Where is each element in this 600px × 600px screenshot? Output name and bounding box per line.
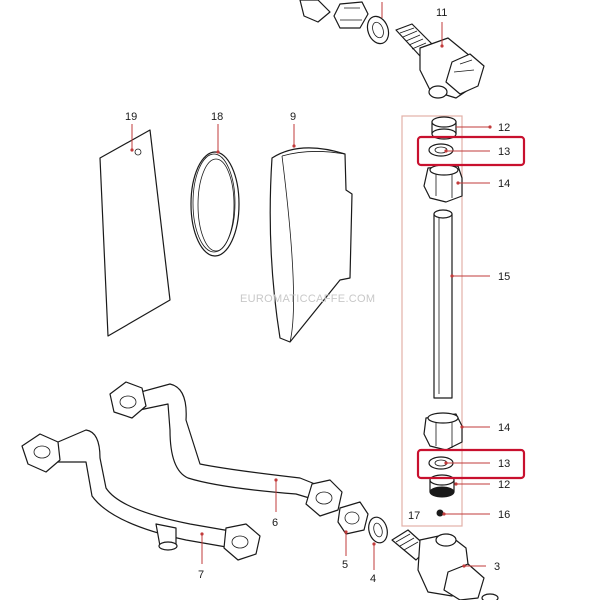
washer-4	[368, 516, 388, 544]
label-12-upper: 12	[498, 122, 510, 134]
label-12-lower: 12	[498, 479, 510, 491]
label-9: 9	[290, 111, 296, 123]
elbow-valve-11	[395, 23, 485, 99]
watermark: EUROMATICCAFFE.COM	[240, 293, 375, 305]
bent-pipe-6	[109, 381, 343, 517]
hex-nut-14-upper	[423, 164, 463, 203]
label-14-lower: 14	[498, 422, 510, 434]
heat-shield-9	[269, 147, 353, 343]
highlight-box-13-lower	[416, 448, 526, 480]
top-nut-fitting	[299, 0, 390, 45]
label-13-lower: 13	[498, 458, 510, 470]
part-number-labels: 11 19 18 9 12 13 14 15 14 13 12 17 16 6 …	[125, 7, 510, 585]
label-11: 11	[436, 7, 447, 19]
label-19: 19	[125, 111, 137, 123]
hex-nut-5	[337, 501, 369, 535]
cap-12-upper	[431, 116, 457, 140]
leader-lines	[130, 2, 492, 570]
oval-gasket-18	[190, 151, 240, 257]
label-3: 3	[494, 561, 500, 573]
tee-pipe-7	[21, 429, 261, 561]
ball-16	[436, 509, 444, 517]
highlight-box-13-upper	[416, 135, 526, 167]
label-13-upper: 13	[498, 146, 510, 158]
assembly-group-box-17	[401, 115, 463, 527]
label-6: 6	[272, 517, 278, 529]
label-4: 4	[370, 573, 376, 585]
label-16: 16	[498, 509, 510, 521]
straight-tube-15	[433, 209, 453, 399]
label-5: 5	[342, 559, 348, 571]
label-14-upper: 14	[498, 178, 510, 190]
hex-nut-14-lower	[423, 412, 463, 451]
label-17: 17	[408, 510, 420, 522]
label-7: 7	[198, 569, 204, 581]
elbow-valve-3	[391, 529, 499, 600]
gasket-sheet-19	[99, 129, 171, 337]
label-18: 18	[211, 111, 223, 123]
label-15: 15	[498, 271, 510, 283]
washer-13-upper	[428, 143, 454, 157]
